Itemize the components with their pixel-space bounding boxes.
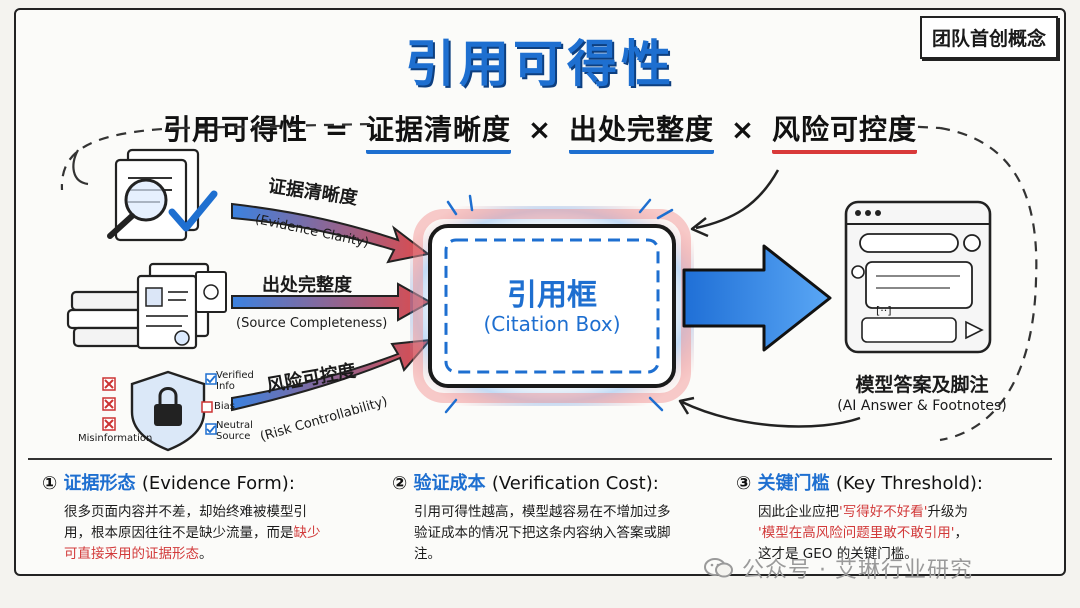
section-2-number: ② bbox=[392, 473, 408, 494]
citation-box-title: 引用框 bbox=[507, 278, 597, 313]
formula-term-evidence: 证据清晰度 bbox=[366, 108, 512, 154]
section-1-heading: ① 证据形态 (Evidence Form): bbox=[42, 470, 372, 498]
section-3-body: 因此企业应把'写得好不好看'升级为 '模型在高风险问题里敢不敢引用'， 这才是 … bbox=[736, 502, 1056, 565]
citation-box bbox=[428, 224, 676, 388]
section-3-line-2: '模型在高风险问题里敢不敢引用'， bbox=[758, 523, 1056, 544]
section-3-line-1-highlight: '写得好不好看' bbox=[839, 503, 928, 520]
section-1-title-en: (Evidence Form): bbox=[141, 473, 295, 494]
chat-window-icon bbox=[844, 200, 992, 354]
section-1-line-3-highlight: 可直接采用的证据形态 bbox=[64, 545, 199, 562]
shield-label-neutral: Neutral Source bbox=[216, 420, 253, 442]
citation-box-inner bbox=[444, 238, 660, 374]
section-2-title-cn: 验证成本 bbox=[413, 473, 486, 494]
concept-stamp: 团队首创概念 bbox=[919, 16, 1058, 59]
watermark-text: 公众号 · 艾琳行业研究 bbox=[742, 558, 973, 583]
shield-label-verified: Verified Info bbox=[216, 370, 254, 392]
shield-label-bias: Bias bbox=[214, 401, 235, 412]
feedback-arrow-bottom bbox=[681, 400, 861, 428]
section-3-line-2-highlight: '模型在高风险问题里敢不敢引用' bbox=[758, 524, 955, 541]
section-1-number: ① bbox=[42, 473, 58, 494]
shield-lock-icon bbox=[102, 370, 217, 452]
section-1-line-2-highlight: 缺少 bbox=[293, 524, 321, 541]
shield-label-neutral-1: Neutral bbox=[216, 420, 253, 431]
section-3-title-en: (Key Threshold): bbox=[835, 473, 983, 494]
document-magnifier-icon bbox=[107, 148, 218, 242]
section-2-line-2: 验证成本的情况下把这条内容纳入答案或脚 bbox=[414, 524, 671, 541]
dashed-loop-top-right bbox=[899, 124, 941, 130]
loop-curl bbox=[72, 149, 89, 186]
dashed-loop bbox=[60, 126, 1038, 442]
watermark: 公众号 · 艾琳行业研究 bbox=[704, 552, 973, 584]
section-1-body: 很多页面内容并不差，却始终难被模型引 用，根本原因往往不是缺少流量，而是缺少 可… bbox=[42, 502, 372, 565]
section-3-number: ③ bbox=[736, 473, 752, 494]
answer-title: 模型答案及脚注 bbox=[855, 374, 989, 396]
section-3-title-cn: 关键门槛 bbox=[757, 473, 830, 494]
formula-term-source: 出处完整度 bbox=[568, 108, 714, 154]
section-evidence-form: ① 证据形态 (Evidence Form): 很多页面内容并不差，却始终难被模… bbox=[42, 470, 372, 565]
page-title: 引用可得性 bbox=[405, 35, 675, 93]
feedback-arrow-top bbox=[695, 169, 780, 230]
section-divider bbox=[28, 458, 1052, 460]
formula-times-1: × bbox=[527, 113, 553, 146]
section-key-threshold: ③ 关键门槛 (Key Threshold): 因此企业应把'写得好不好看'升级… bbox=[736, 470, 1056, 565]
section-2-title-en: (Verification Cost): bbox=[491, 473, 659, 494]
section-1-line-3: 可直接采用的证据形态。 bbox=[64, 544, 372, 565]
section-1-line-2-text: 用，根本原因往往不是缺少流量，而是 bbox=[64, 524, 294, 541]
section-3-line-3: 这才是 GEO 的关键门槛。 bbox=[758, 545, 918, 562]
label-source-en: (Source Completeness) bbox=[236, 316, 388, 331]
section-1-title-cn: 证据形态 bbox=[63, 473, 136, 494]
wechat-icon bbox=[704, 558, 733, 578]
shield-label-verified-1: Verified bbox=[216, 370, 254, 381]
answer-subtitle: (AI Answer & Footnotes) bbox=[837, 398, 1007, 414]
section-3-line-1-b: 升级为 bbox=[927, 503, 968, 520]
section-1-line-1: 很多页面内容并不差，却始终难被模型引 bbox=[64, 503, 307, 520]
section-3-line-1: 因此企业应把'写得好不好看'升级为 bbox=[758, 502, 1056, 523]
section-3-line-1-a: 因此企业应把 bbox=[758, 503, 839, 520]
books-documents-icon bbox=[66, 262, 227, 350]
section-3-heading: ③ 关键门槛 (Key Threshold): bbox=[736, 470, 1056, 498]
section-3-line-2-end: ， bbox=[954, 524, 968, 541]
formula: 引用可得性 = 证据清晰度 × 出处完整度 × 风险可控度 bbox=[0, 108, 1080, 154]
shield-label-misinformation: Misinformation bbox=[78, 433, 153, 444]
citation-box-subtitle: (Citation Box) bbox=[483, 312, 621, 336]
section-2-body: 引用可得性越高，模型越容易在不增加过多 验证成本的情况下把这条内容纳入答案或脚 … bbox=[392, 502, 722, 565]
section-verification-cost: ② 验证成本 (Verification Cost): 引用可得性越高，模型越容… bbox=[392, 470, 722, 565]
citation-box-sparkles bbox=[444, 194, 674, 414]
section-2-line-1: 引用可得性越高，模型越容易在不增加过多 bbox=[414, 503, 671, 520]
shield-label-verified-2: Info bbox=[216, 380, 235, 392]
section-2-line-3: 注。 bbox=[414, 545, 441, 562]
section-2-heading: ② 验证成本 (Verification Cost): bbox=[392, 470, 722, 498]
formula-equals: = bbox=[324, 113, 350, 146]
section-1-line-2: 用，根本原因往往不是缺少流量，而是缺少 bbox=[64, 523, 372, 544]
formula-lhs: 引用可得性 bbox=[163, 113, 309, 146]
formula-term-risk: 风险可控度 bbox=[771, 108, 917, 154]
answer-footnote-bracket: [··] bbox=[876, 304, 892, 317]
dashed-loop-top bbox=[179, 122, 373, 130]
big-output-arrow bbox=[682, 244, 832, 352]
label-source-cn: 出处完整度 bbox=[262, 275, 352, 296]
formula-times-2: × bbox=[730, 113, 756, 146]
section-1-line-3-end: 。 bbox=[199, 545, 213, 562]
shield-label-neutral-2: Source bbox=[216, 430, 251, 442]
